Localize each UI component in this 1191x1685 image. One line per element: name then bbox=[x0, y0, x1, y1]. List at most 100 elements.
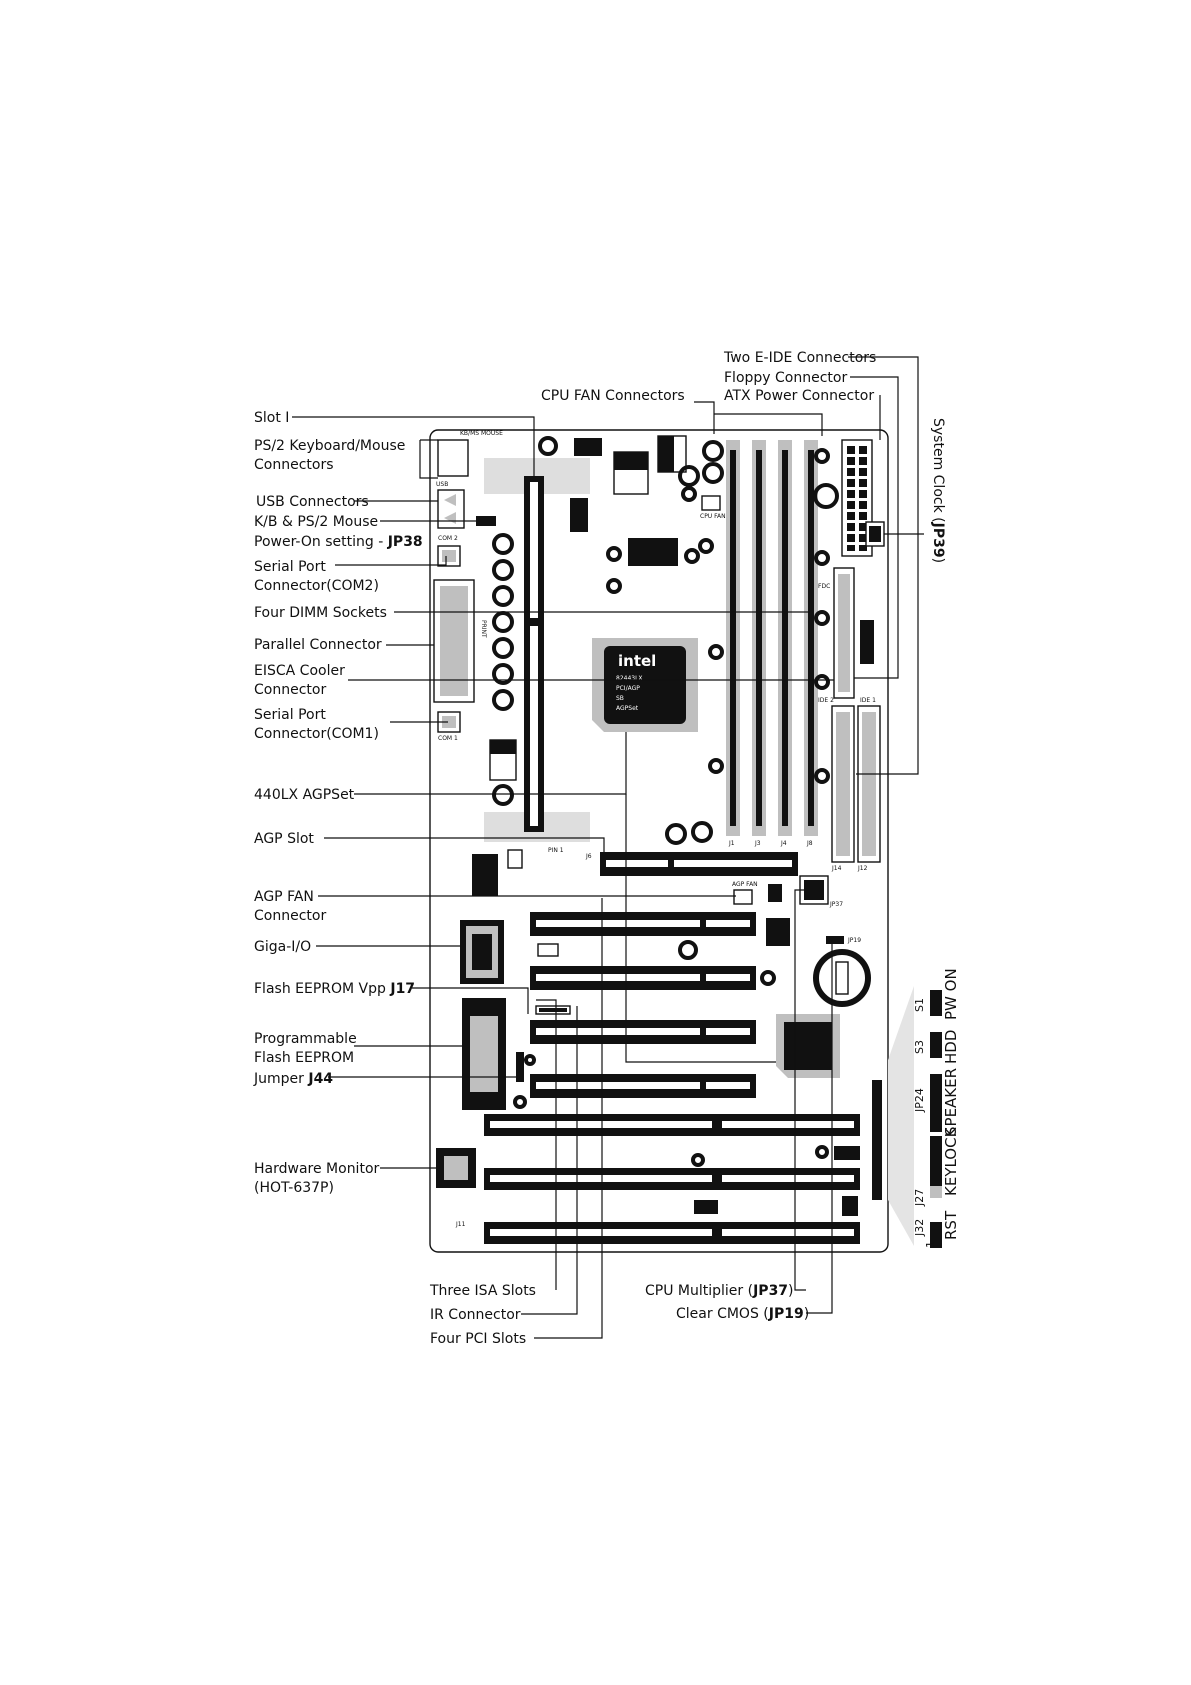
jp37-board-mark: JP37 bbox=[829, 901, 843, 908]
header-near-agp bbox=[507, 849, 523, 869]
piix-chip-corner bbox=[776, 1066, 788, 1078]
panel-pin-1: 1 bbox=[924, 1241, 937, 1248]
panel-hdd: HDD bbox=[942, 1030, 960, 1064]
label-cpumult-close: ) bbox=[788, 1283, 793, 1299]
agp-slot-inner bbox=[606, 860, 792, 867]
capacitors-left bbox=[492, 436, 558, 806]
cpu-fan-header bbox=[701, 495, 721, 511]
label-j44: Jumper J44 bbox=[253, 1071, 333, 1087]
label-hwmon-line1: Hardware Monitor bbox=[254, 1161, 380, 1177]
clock-chip bbox=[628, 538, 678, 566]
label-j44-bold: J44 bbox=[307, 1071, 333, 1087]
label-agpset: 440LX AGPSet bbox=[254, 787, 355, 803]
isa-slots bbox=[484, 1114, 860, 1244]
j14-board-mark: J14 bbox=[831, 865, 842, 872]
capacitors-cpu-fan bbox=[678, 440, 724, 502]
agp-fan-header bbox=[733, 889, 753, 905]
agpset-chip-core bbox=[604, 646, 686, 724]
ide1-board-mark: IDE 1 bbox=[860, 697, 876, 704]
jp39-pins bbox=[869, 526, 881, 542]
label-agpfan-line1: AGP FAN bbox=[254, 889, 314, 905]
chip-isa-a bbox=[834, 1146, 860, 1160]
cmos-battery-clip bbox=[835, 961, 849, 995]
leader-lines bbox=[292, 356, 924, 1339]
label-sysclk-jp39: JP39 bbox=[930, 522, 946, 558]
cpu-fan-board-mark: CPU FAN bbox=[700, 513, 726, 520]
ps2-connector bbox=[437, 439, 469, 477]
com2-header bbox=[442, 550, 456, 562]
pci-slots bbox=[530, 912, 756, 1098]
chip-top-crystal bbox=[570, 498, 588, 532]
cap-b bbox=[606, 578, 622, 594]
print-board-mark: PRINT bbox=[480, 620, 487, 638]
label-parallel: Parallel Connector bbox=[254, 637, 382, 653]
panel-s1: S1 bbox=[913, 998, 926, 1012]
regulator-top2-tab bbox=[658, 436, 674, 472]
label-ps2-line1: PS/2 Keyboard/Mouse bbox=[254, 438, 405, 454]
panel-callout-wedge bbox=[888, 986, 914, 1246]
label-ps2-line2: Connectors bbox=[254, 457, 334, 473]
panel-j32: J32 bbox=[913, 1219, 926, 1237]
panel-rst: RST bbox=[942, 1210, 960, 1240]
panel-header-board bbox=[872, 1080, 882, 1200]
label-dimm: Four DIMM Sockets bbox=[254, 605, 387, 621]
ide2-pins bbox=[836, 712, 850, 856]
cap-a bbox=[606, 546, 622, 562]
cap-pci-b bbox=[760, 970, 776, 986]
label-cmos-close: ) bbox=[804, 1306, 809, 1322]
dimm-sockets bbox=[726, 440, 818, 836]
fdc-pins bbox=[838, 574, 850, 692]
dimm-j4-mark: J4 bbox=[780, 840, 787, 847]
label-atx: ATX Power Connector bbox=[724, 388, 874, 404]
flash-eeprom-label bbox=[470, 1016, 498, 1092]
board-outline bbox=[429, 429, 889, 1253]
cap-pci-a bbox=[678, 940, 698, 960]
ps2-bracket bbox=[419, 439, 438, 479]
label-eisca-line2: Connector bbox=[254, 682, 326, 698]
cap-j44 bbox=[524, 1054, 536, 1066]
label-cmos-text: Clear CMOS ( bbox=[676, 1306, 769, 1322]
label-agpfan-line2: Connector bbox=[254, 908, 326, 924]
com2-board-mark: COM 2 bbox=[438, 535, 458, 542]
jp19-board-mark: JP19 bbox=[847, 937, 861, 944]
parallel-shell bbox=[440, 586, 468, 696]
com1-header bbox=[442, 716, 456, 728]
slot1-key bbox=[524, 618, 544, 626]
com1-board-mark: COM 1 bbox=[438, 735, 458, 742]
label-cpumult: CPU Multiplier (JP37) bbox=[645, 1283, 794, 1299]
hardware-monitor-core bbox=[444, 1156, 468, 1180]
slot1-connector-gap bbox=[530, 482, 538, 826]
atx-power-connector bbox=[841, 439, 873, 557]
chip-top-small bbox=[574, 438, 602, 456]
usb-connector bbox=[437, 489, 465, 529]
label-com2-line2: Connector(COM2) bbox=[254, 578, 379, 594]
label-prog-line2: Flash EEPROM bbox=[254, 1050, 354, 1066]
cap-d bbox=[698, 538, 714, 554]
label-sysclk-close: ) bbox=[930, 558, 946, 563]
j44-jumper bbox=[516, 1052, 524, 1082]
cap-isa-a bbox=[691, 1153, 705, 1167]
usb-board-mark: USB bbox=[436, 481, 448, 488]
jumper-small-right bbox=[860, 620, 874, 664]
label-gigaio: Giga-I/O bbox=[254, 939, 311, 955]
agpset-chip-line2: PCI/AGP bbox=[616, 685, 640, 692]
label-vpp: Flash EEPROM Vpp J17 bbox=[254, 981, 415, 997]
chip-near-agp bbox=[472, 854, 498, 896]
panel-j27: J27 bbox=[913, 1189, 926, 1207]
giga-io-chip-inner bbox=[472, 934, 492, 970]
label-isa: Three ISA Slots bbox=[429, 1283, 536, 1299]
label-eisca-line1: EISCA Cooler bbox=[254, 663, 345, 679]
panel-keylock: KEYLOCK bbox=[942, 1126, 960, 1196]
regulator-left-tab bbox=[490, 740, 516, 754]
usb-port-a bbox=[444, 494, 456, 506]
label-usb: USB Connectors bbox=[256, 494, 369, 510]
label-prog-line1: Programmable bbox=[254, 1031, 357, 1047]
agpset-chip-line4: AGPSet bbox=[616, 705, 639, 712]
ide1-pins bbox=[862, 712, 876, 856]
agpset-chip-line3: SB bbox=[616, 695, 624, 702]
panel-s3: S3 bbox=[913, 1040, 926, 1054]
cap-j44b bbox=[513, 1095, 527, 1109]
agp-slot-key bbox=[668, 856, 674, 872]
label-kb-line2-text: Power-On setting - bbox=[254, 534, 388, 550]
